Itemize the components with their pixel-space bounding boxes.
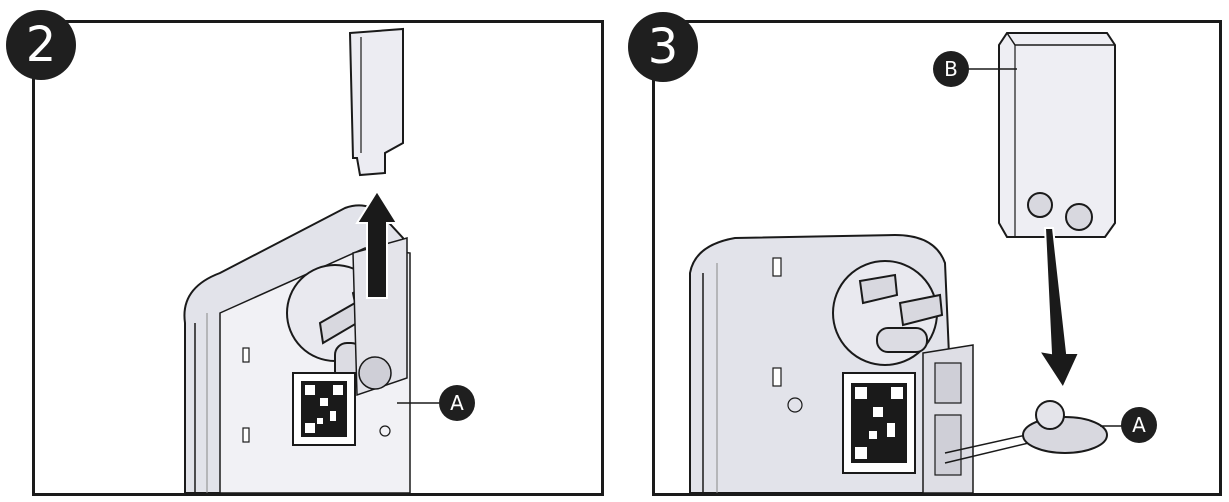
- step-2-illustration: [183, 27, 439, 493]
- callout-a: A: [439, 385, 475, 421]
- lift-arrow: [355, 189, 399, 299]
- plug-prong: [898, 293, 944, 327]
- callout-a: A: [1121, 407, 1157, 443]
- step-2-badge: 2: [6, 10, 76, 80]
- plug-prong: [858, 273, 899, 305]
- step-2-panel: A: [32, 20, 604, 496]
- battery-connector: [1022, 416, 1108, 454]
- qr-code: [842, 372, 916, 474]
- connect-arrow: [1036, 227, 1081, 391]
- battery-terminal: [1065, 203, 1093, 231]
- battery-terminal: [1027, 192, 1053, 218]
- step-3-illustration: [689, 32, 1125, 493]
- battery: [998, 32, 1116, 238]
- battery-cover: [348, 27, 404, 177]
- qr-code: [292, 372, 356, 446]
- connector-wire: [944, 432, 1036, 454]
- step-3-badge: 3: [628, 12, 698, 82]
- callout-b: B: [933, 51, 969, 87]
- step-3-panel: B A: [652, 20, 1222, 496]
